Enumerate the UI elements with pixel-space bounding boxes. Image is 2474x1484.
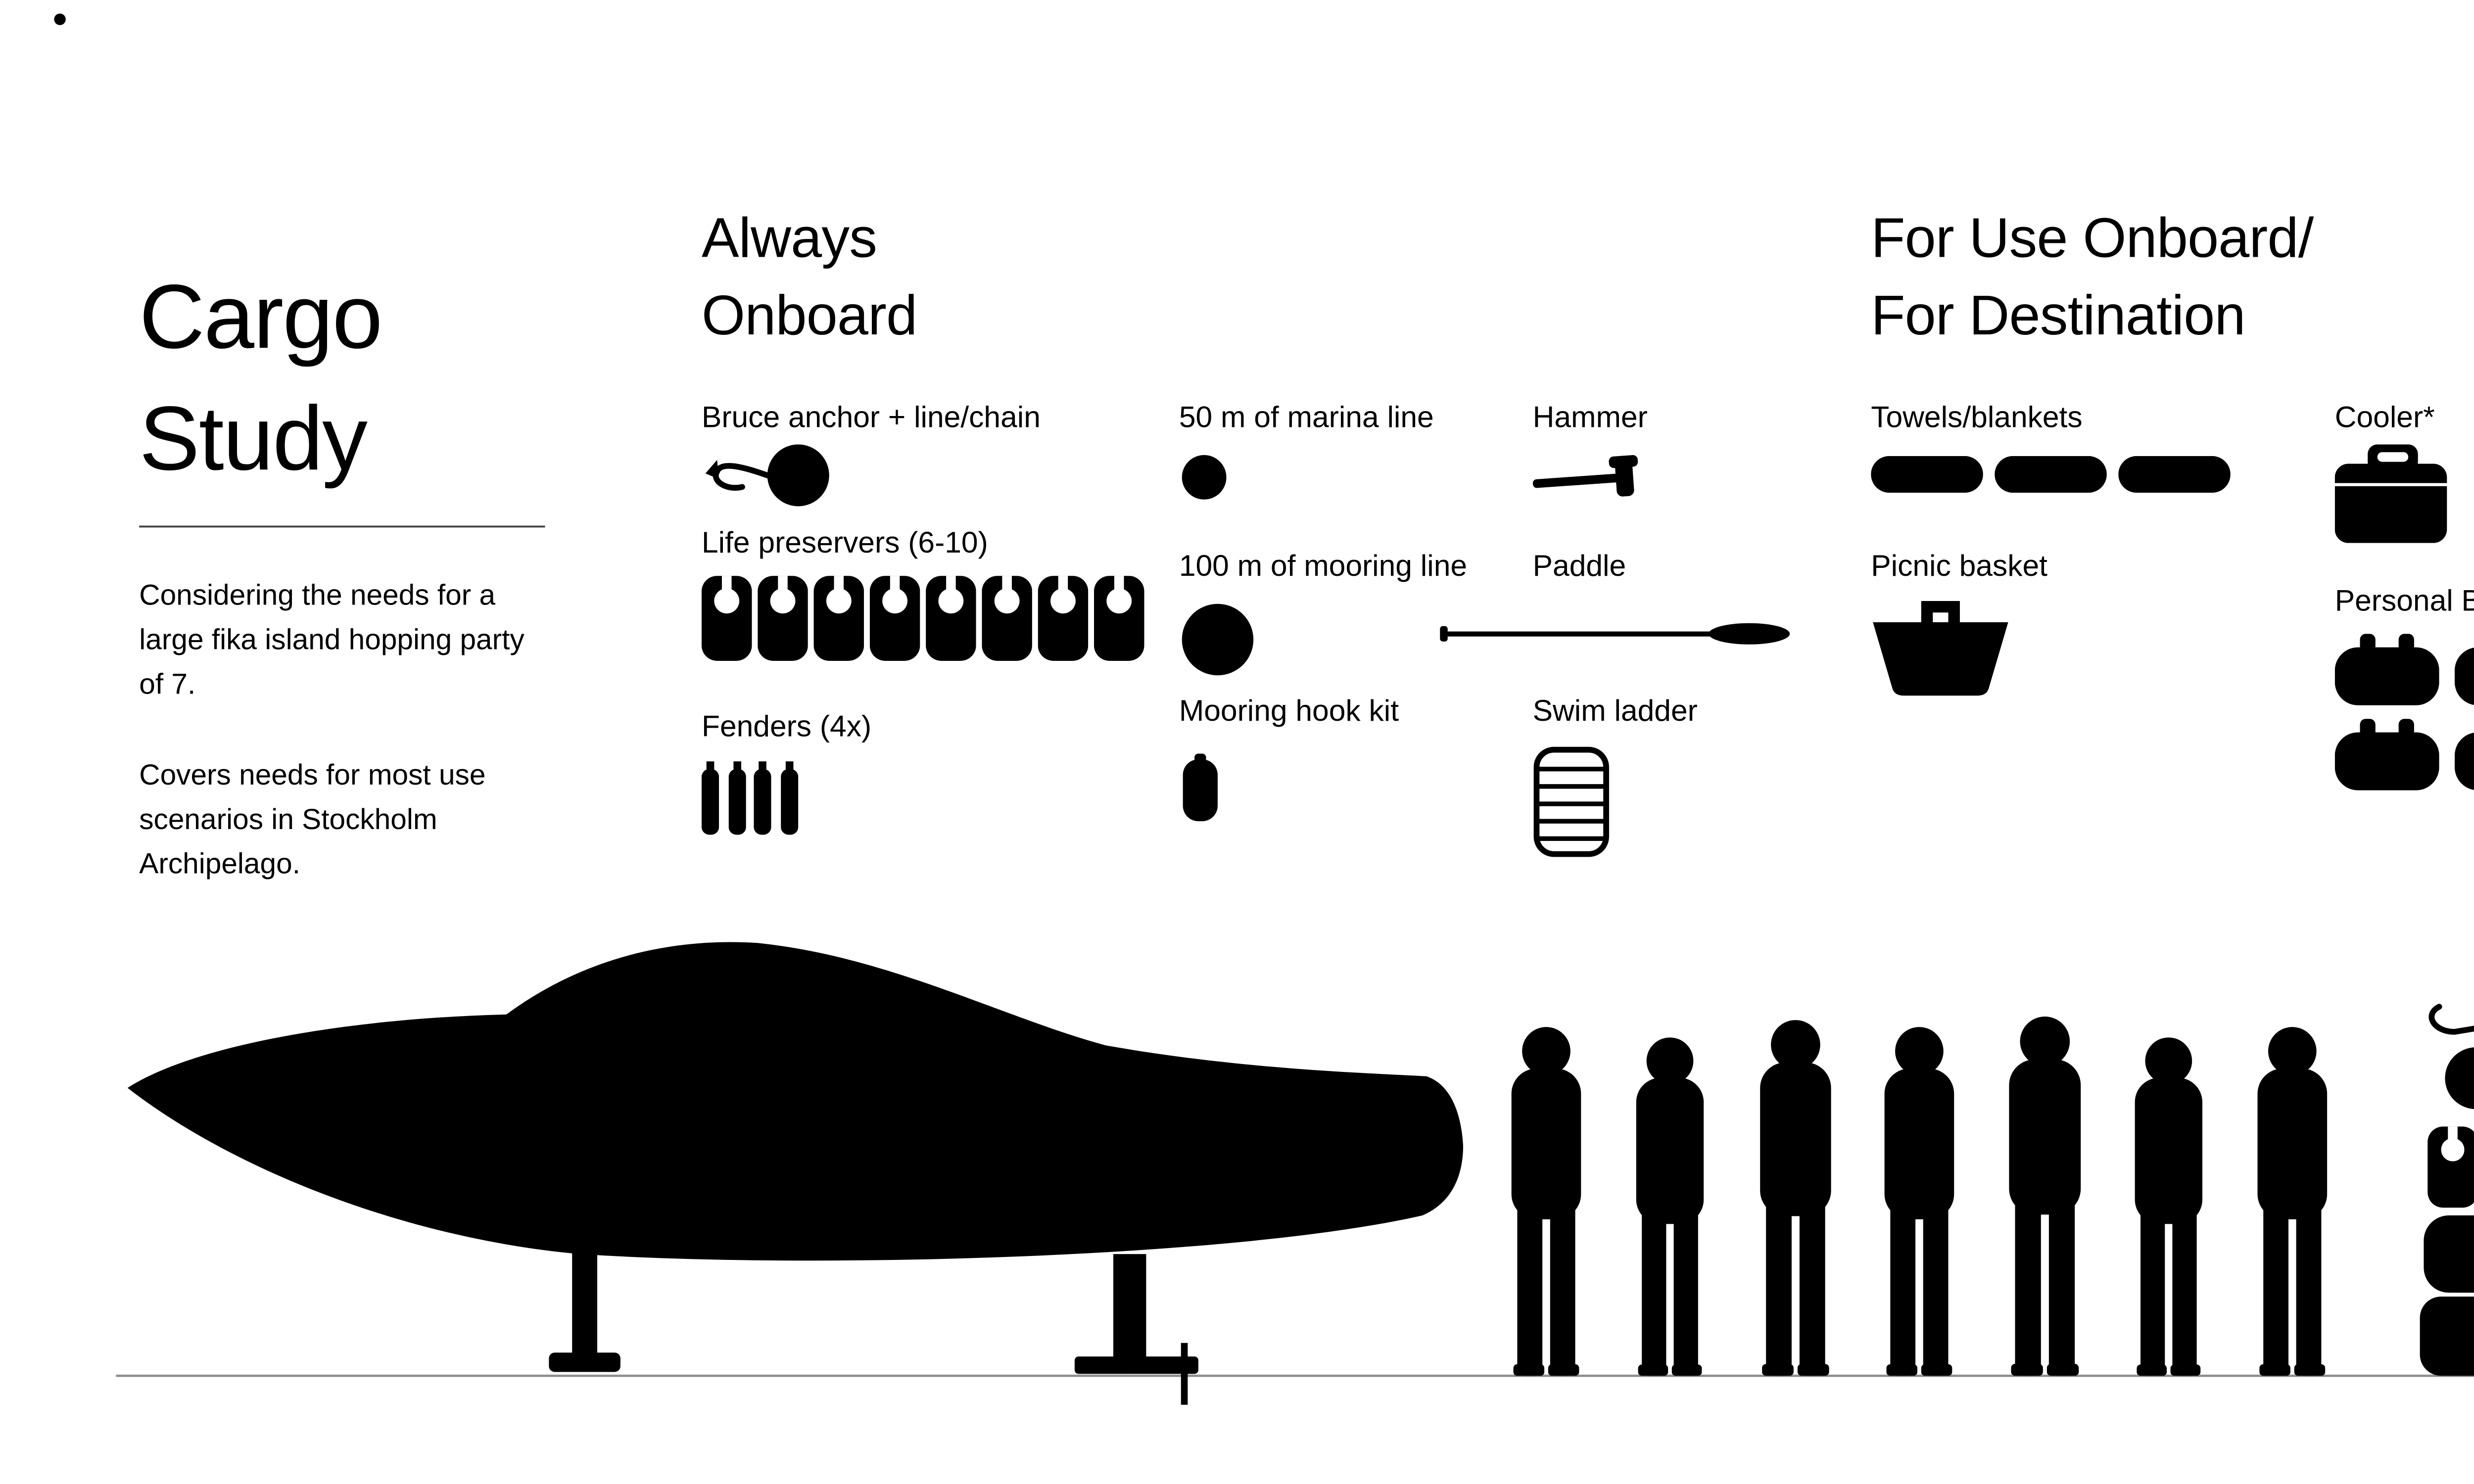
- rope-coil-large-icon: [1182, 603, 1254, 676]
- person-silhouette: [1884, 1027, 1954, 1376]
- fender-icons: [701, 761, 871, 835]
- for-use-heading-line-2: For Destination: [1871, 286, 2245, 348]
- people-silhouettes: [1511, 1017, 2328, 1376]
- cooler-label: Cooler*: [2334, 402, 2435, 435]
- hammer-label: Hammer: [1532, 402, 1648, 435]
- personal-bag-icon: [2454, 648, 2474, 705]
- rope-coil-small-icon: [1182, 455, 1227, 500]
- item-mooring-line: 100 m of mooring line: [1179, 549, 1467, 678]
- person-silhouette: [2135, 1037, 2203, 1376]
- item-swim-ladder: Swim ladder: [1533, 694, 1698, 858]
- item-hammer: Hammer: [1533, 400, 1653, 507]
- fender-icon: [780, 761, 798, 835]
- paddle-label: Paddle: [1532, 551, 1626, 584]
- page-title-line-2: Study: [139, 386, 368, 489]
- personal-bags-label: Personal Bags: [2334, 585, 2474, 618]
- section-heading-for-use: For Use Onboard/ For Destination: [1871, 201, 2314, 356]
- towel-icon: [1995, 456, 2107, 493]
- intro-paragraph-1: Considering the needs for a large fika i…: [139, 579, 524, 701]
- personal-bag-icon: [2334, 634, 2439, 705]
- person-silhouette: [1511, 1027, 1581, 1376]
- fender-icon: [727, 761, 745, 835]
- mooring-hook-kit-icon: [1183, 753, 1218, 822]
- life-preservers-label: Life preservers (6-10): [701, 527, 988, 560]
- person-silhouette: [2009, 1017, 2081, 1376]
- corner-dot: [54, 13, 66, 25]
- life-preserver-icons: [701, 576, 1144, 661]
- hammer-icon: [1532, 455, 1638, 497]
- picnic-basket-icon: [1873, 601, 2008, 696]
- scale-scene: [116, 942, 2474, 1405]
- item-towels: Towels/blankets: [1871, 400, 2231, 493]
- item-bruce-anchor: Bruce anchor + line/chain: [702, 400, 1041, 510]
- life-preserver-icon: [813, 576, 864, 661]
- towel-icon: [2118, 456, 2231, 493]
- item-mooring-hook-kit: Mooring hook kit: [1179, 694, 1399, 823]
- personal-bag-icons: [2334, 634, 2474, 792]
- item-marina-line: 50 m of marina line: [1179, 400, 1434, 503]
- cooler-icon: [2334, 444, 2447, 543]
- intro-text: Considering the needs for a large fika i…: [139, 574, 555, 887]
- page-title-line-1: Cargo: [139, 265, 382, 368]
- hydrofoil-boat-silhouette: [127, 942, 1464, 1405]
- always-heading-line-2: Onboard: [701, 286, 917, 348]
- intro-paragraph-2: Covers needs for most use scenarios in S…: [139, 759, 486, 881]
- item-fenders: Fenders (4x): [701, 709, 872, 835]
- title-block: Cargo Study Considering the needs for a …: [139, 255, 555, 887]
- person-silhouette: [1636, 1037, 1704, 1376]
- life-preserver-icon: [1038, 576, 1089, 661]
- paddle-icon: [1440, 623, 1790, 645]
- marina-line-label: 50 m of marina line: [1179, 402, 1434, 435]
- life-preserver-icon: [869, 576, 920, 661]
- picnic-basket-label: Picnic basket: [1871, 551, 2048, 584]
- person-silhouette: [2257, 1027, 2328, 1376]
- stacked-cargo-silhouette: [2420, 1004, 2474, 1376]
- person-silhouette: [1760, 1020, 1831, 1376]
- swim-ladder-icon: [1533, 746, 1609, 857]
- item-picnic-basket: Picnic basket: [1871, 549, 2047, 697]
- life-preserver-icon: [982, 576, 1032, 661]
- item-life-preservers: Life preservers (6-10): [701, 526, 1144, 661]
- item-paddle: Paddle: [1440, 549, 1790, 645]
- life-preserver-icon: [701, 576, 752, 661]
- mooring-line-label: 100 m of mooring line: [1179, 551, 1468, 584]
- towels-label: Towels/blankets: [1871, 402, 2083, 435]
- section-heading-always-onboard: Always Onboard: [702, 201, 917, 356]
- personal-bag-icon: [2334, 719, 2439, 790]
- fender-icon: [754, 761, 771, 835]
- towel-icons: [1871, 456, 2231, 493]
- life-preserver-icon: [1094, 576, 1144, 661]
- life-preserver-icon: [926, 576, 976, 661]
- item-cooler: Cooler*: [2334, 400, 2451, 545]
- fenders-label: Fenders (4x): [701, 711, 872, 744]
- personal-bag-icon: [2454, 733, 2474, 790]
- title-divider: [139, 525, 545, 528]
- anchor-buoy-icon: [705, 444, 829, 507]
- mooring-hook-kit-label: Mooring hook kit: [1179, 696, 1399, 729]
- page-title: Cargo Study: [139, 255, 555, 499]
- swim-ladder-label: Swim ladder: [1532, 696, 1698, 729]
- always-heading-line-1: Always: [701, 208, 877, 271]
- fender-icon: [701, 761, 719, 835]
- towel-icon: [1871, 456, 1983, 493]
- bruce-anchor-label: Bruce anchor + line/chain: [701, 402, 1041, 435]
- item-personal-bags: Personal Bags: [2334, 584, 2474, 792]
- life-preserver-icon: [758, 576, 808, 661]
- for-use-heading-line-1: For Use Onboard/: [1871, 208, 2314, 271]
